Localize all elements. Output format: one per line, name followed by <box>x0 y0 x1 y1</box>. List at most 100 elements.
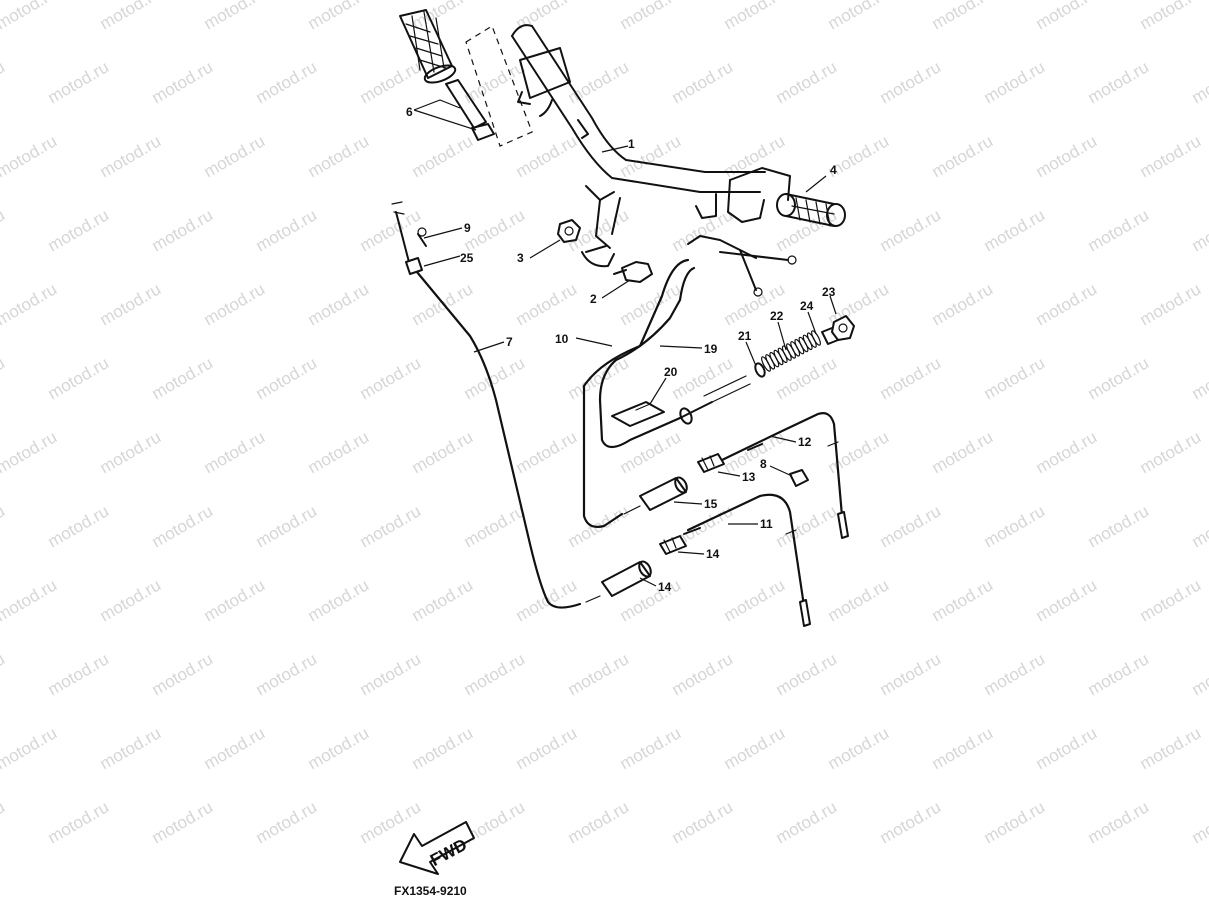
watermark-text: motod.ru <box>981 649 1049 699</box>
watermark-text: motod.ru <box>773 501 841 551</box>
watermark-text: motod.ru <box>253 57 321 107</box>
watermark-text: motod.ru <box>305 0 373 33</box>
callout-25: 25 <box>460 251 474 265</box>
watermark-text: motod.ru <box>305 427 373 477</box>
watermark-text: motod.ru <box>0 131 60 181</box>
figure-code: FX1354-9210 <box>394 884 467 898</box>
watermark-text: motod.ru <box>97 575 165 625</box>
watermark-text: motod.ru <box>97 279 165 329</box>
watermark-text: motod.ru <box>45 797 113 847</box>
watermark-text: motod.ru <box>1085 501 1153 551</box>
spring-coil <box>811 330 821 346</box>
watermark-text: motod.ru <box>0 205 8 255</box>
watermark-text: motod.ru <box>0 575 60 625</box>
watermark-text: motod.ru <box>45 205 113 255</box>
watermark-text: motod.ru <box>669 205 737 255</box>
watermark-text: motod.ru <box>1189 649 1209 699</box>
cable-13 <box>697 412 849 539</box>
watermark-text: motod.ru <box>929 279 997 329</box>
watermark-text: motod.ru <box>877 353 945 403</box>
watermark-text: motod.ru <box>929 575 997 625</box>
watermark-text: motod.ru <box>409 279 477 329</box>
watermark-text: motod.ru <box>1189 57 1209 107</box>
watermark-text: motod.ru <box>1085 57 1153 107</box>
nut-and-bolt <box>557 219 653 283</box>
watermark-text: motod.ru <box>1189 501 1209 551</box>
callout-6: 6 <box>406 105 413 119</box>
forward-arrow: FWD <box>399 821 475 875</box>
watermark-text: motod.ru <box>357 649 425 699</box>
watermark-text: motod.ru <box>929 0 997 33</box>
watermark-text: motod.ru <box>565 57 633 107</box>
watermark-text: motod.ru <box>1033 279 1101 329</box>
watermark-text: motod.ru <box>357 501 425 551</box>
watermark-text: motod.ru <box>149 501 217 551</box>
watermark-text: motod.ru <box>1189 205 1209 255</box>
watermark-text: motod.ru <box>0 353 8 403</box>
right-grip <box>776 193 846 227</box>
callout-labels: 6 1 4 3 2 9 25 7 10 19 20 21 22 24 23 12… <box>406 105 837 594</box>
watermark-text: motod.ru <box>409 723 477 773</box>
watermark-text: motod.ru <box>149 649 217 699</box>
watermark-text: motod.ru <box>825 723 893 773</box>
watermark-text: motod.ru <box>877 797 945 847</box>
watermark-text: motod.ru <box>825 0 893 33</box>
watermark-text: motod.ru <box>877 205 945 255</box>
watermark-text: motod.ru <box>617 0 685 33</box>
watermark-text: motod.ru <box>669 797 737 847</box>
watermark-text: motod.ru <box>201 279 269 329</box>
watermark-text: motod.ru <box>513 131 581 181</box>
throttle-cables <box>582 235 797 528</box>
watermark-text: motod.ru <box>1085 353 1153 403</box>
callout-20: 20 <box>664 365 678 379</box>
watermark-text: motod.ru <box>1033 131 1101 181</box>
watermark-text: motod.ru <box>1137 131 1205 181</box>
watermark-text: motod.ru <box>929 131 997 181</box>
watermark-text: motod.ru <box>97 0 165 33</box>
callout-1: 1 <box>628 137 635 151</box>
watermark-text: motod.ru <box>149 353 217 403</box>
callout-12: 10 <box>555 332 569 346</box>
watermark-text: motod.ru <box>253 501 321 551</box>
callout-14-lower: 14 <box>706 547 720 561</box>
watermark-text: motod.ru <box>45 501 113 551</box>
watermark-text: motod.ru <box>1137 575 1205 625</box>
watermark-text: motod.ru <box>97 131 165 181</box>
watermark-text: motod.ru <box>981 57 1049 107</box>
watermark-text: motod.ru <box>409 131 477 181</box>
callout-21: 21 <box>738 329 752 343</box>
watermark-text: motod.ru <box>0 57 8 107</box>
watermark-text: motod.ru <box>929 723 997 773</box>
watermark-text: motod.ru <box>97 723 165 773</box>
watermark-text: motod.ru <box>981 353 1049 403</box>
adjuster-10 <box>601 535 687 597</box>
callout-11: 9 <box>464 221 471 235</box>
watermark-text: motod.ru <box>201 427 269 477</box>
watermark-text: motod.ru <box>409 575 477 625</box>
callout-2: 2 <box>590 292 597 306</box>
watermark-text: motod.ru <box>877 501 945 551</box>
watermark-text: motod.ru <box>565 797 633 847</box>
watermark-text: motod.ru <box>773 57 841 107</box>
watermark-text: motod.ru <box>1033 427 1101 477</box>
watermark-text: motod.ru <box>617 427 685 477</box>
watermark-text: motod.ru <box>201 131 269 181</box>
adjuster-assembly <box>679 315 855 425</box>
watermark-text: motod.ru <box>1189 797 1209 847</box>
watermark-text: motod.ru <box>305 131 373 181</box>
watermark-text: motod.ru <box>513 723 581 773</box>
watermark-text: motod.ru <box>149 57 217 107</box>
watermark-text: motod.ru <box>721 0 789 33</box>
watermark-text: motod.ru <box>253 205 321 255</box>
watermark-text: motod.ru <box>981 501 1049 551</box>
cable-8 <box>683 493 811 627</box>
watermark-text: motod.ru <box>1137 427 1205 477</box>
watermark-text: motod.ru <box>357 353 425 403</box>
watermark-text: motod.ru <box>45 649 113 699</box>
nut-9 <box>789 469 809 487</box>
clutch-cable <box>391 201 601 609</box>
spring-22 <box>761 330 821 372</box>
watermark-text: motod.ru <box>669 649 737 699</box>
watermark-text: motod.ru <box>461 501 529 551</box>
